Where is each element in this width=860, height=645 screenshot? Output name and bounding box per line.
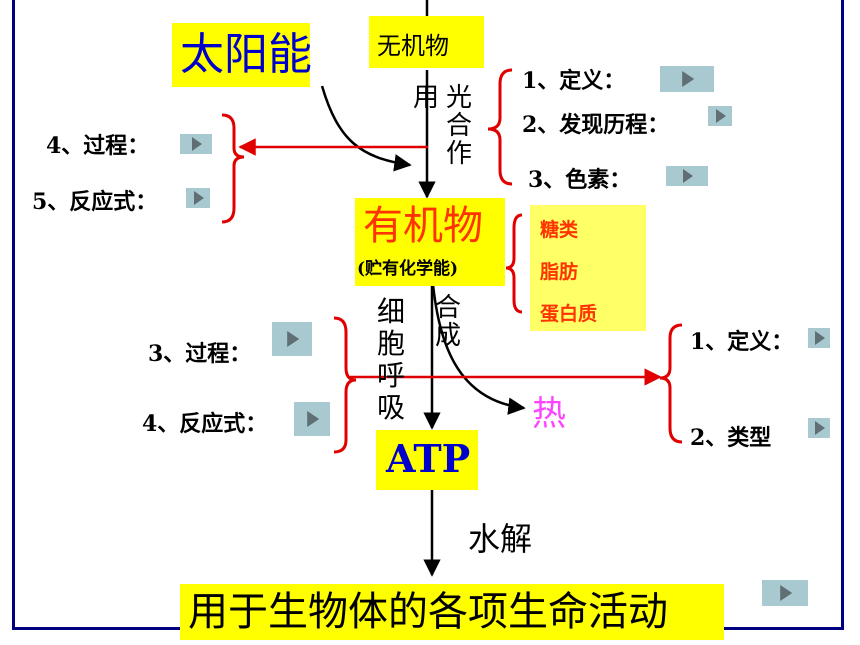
play-button-icon[interactable]: [808, 328, 830, 348]
play-button-icon[interactable]: [660, 66, 714, 92]
ps-item-discovery: 2、发现历程：: [522, 112, 670, 138]
inorganic-label: 无机物: [377, 32, 449, 60]
resp-item-process: 3、过程：: [148, 341, 252, 367]
play-button-icon[interactable]: [666, 166, 708, 186]
play-button-icon[interactable]: [762, 580, 808, 606]
play-button-icon[interactable]: [272, 322, 312, 356]
atp-label: ATP: [386, 436, 471, 481]
bottom-label: 用于生物体的各项生命活动: [188, 589, 668, 635]
ps-item-equation: 5、反应式：: [32, 189, 158, 215]
brace-process: [221, 113, 245, 224]
synthesis-text: 合成: [434, 293, 461, 351]
photosynthesis-char-left: 用: [412, 83, 439, 113]
solar-energy-label: 太阳能: [180, 29, 312, 80]
brace-heat: [659, 323, 683, 444]
organic-types-box: 糖类 脂肪 蛋白质: [530, 205, 646, 331]
brace-respiration: [333, 316, 357, 454]
organic-type-sugar: 糖类: [540, 219, 579, 241]
play-button-icon[interactable]: [808, 418, 830, 438]
brace-organic-types: [505, 213, 523, 314]
atp-box: ATP: [376, 430, 478, 490]
heat-label: 热: [532, 394, 566, 434]
play-button-icon[interactable]: [180, 134, 212, 154]
bottom-box: 用于生物体的各项生命活动: [180, 584, 724, 640]
organic-type-fat: 脂肪: [540, 261, 579, 283]
organic-note: (贮有化学能): [357, 259, 459, 279]
play-button-icon[interactable]: [294, 402, 330, 436]
ps-item-definition: 1、定义：: [522, 68, 626, 94]
heat-item-definition: 1、定义：: [690, 329, 794, 355]
play-button-icon[interactable]: [186, 188, 210, 208]
organic-box: 有机物 (贮有化学能): [355, 198, 505, 286]
heat-arrow: [430, 274, 526, 415]
ps-item-pigment: 3、色素：: [528, 167, 632, 193]
solar-energy-arrow: [320, 85, 412, 172]
respiration-text: 细胞呼吸: [376, 295, 405, 424]
photosynthesis-text: 光合作: [445, 83, 472, 169]
hydrolysis-label: 水解: [468, 520, 533, 558]
heat-item-types: 2、类型: [690, 425, 772, 451]
organic-label: 有机物: [363, 203, 483, 249]
play-button-icon[interactable]: [708, 106, 732, 126]
solar-energy-box: 太阳能: [172, 23, 312, 87]
ps-item-process: 4、过程：: [46, 133, 150, 159]
organic-type-protein: 蛋白质: [540, 303, 598, 325]
brace-photosynthesis: [487, 68, 513, 186]
inorganic-box: 无机物: [369, 16, 484, 68]
resp-item-equation: 4、反应式：: [142, 411, 268, 437]
